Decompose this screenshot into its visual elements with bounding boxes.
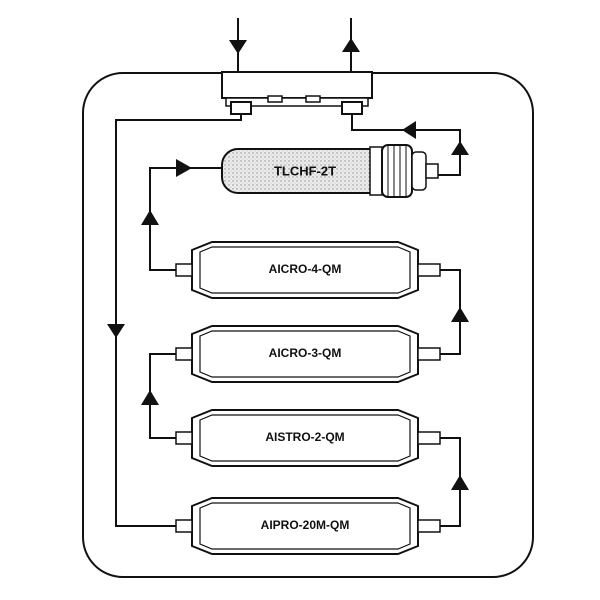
membrane-housing-1: AIPRO-20M-QM [175, 497, 441, 555]
membrane-housing-3: AICRO-3-QM [175, 325, 441, 383]
membrane-1-label: AIPRO-20M-QM [261, 518, 350, 532]
product-arrow-up-icon [451, 141, 469, 155]
left-loop-2-3 [149, 353, 176, 439]
feed-arrow-icon [107, 324, 125, 338]
membrane-4-label: AICRO-4-QM [269, 262, 342, 276]
manifold-block [221, 71, 373, 115]
right-arrow-up-icon-1 [451, 475, 469, 490]
post-filter-arrow-right-icon [176, 159, 192, 177]
post-filter-label: TLCHF-2T [274, 163, 336, 178]
product-line [351, 114, 461, 176]
left-arrow-up-icon-2 [141, 390, 159, 405]
riser-arrow-up-icon-4 [141, 210, 159, 225]
inlet-arrow-icon [229, 40, 247, 54]
outlet-arrow-icon [342, 38, 360, 52]
product-arrow-left-icon [402, 121, 416, 139]
membrane-3-label: AICRO-3-QM [269, 346, 342, 360]
post-filter-cartridge: TLCHF-2T [221, 144, 439, 198]
membrane-housing-2: AISTRO-2-QM [175, 409, 441, 467]
feed-line [115, 114, 242, 527]
membrane-2-label: AISTRO-2-QM [265, 430, 344, 444]
right-arrow-up-icon-3 [451, 307, 469, 322]
membrane-housing-4: AICRO-4-QM [175, 241, 441, 299]
